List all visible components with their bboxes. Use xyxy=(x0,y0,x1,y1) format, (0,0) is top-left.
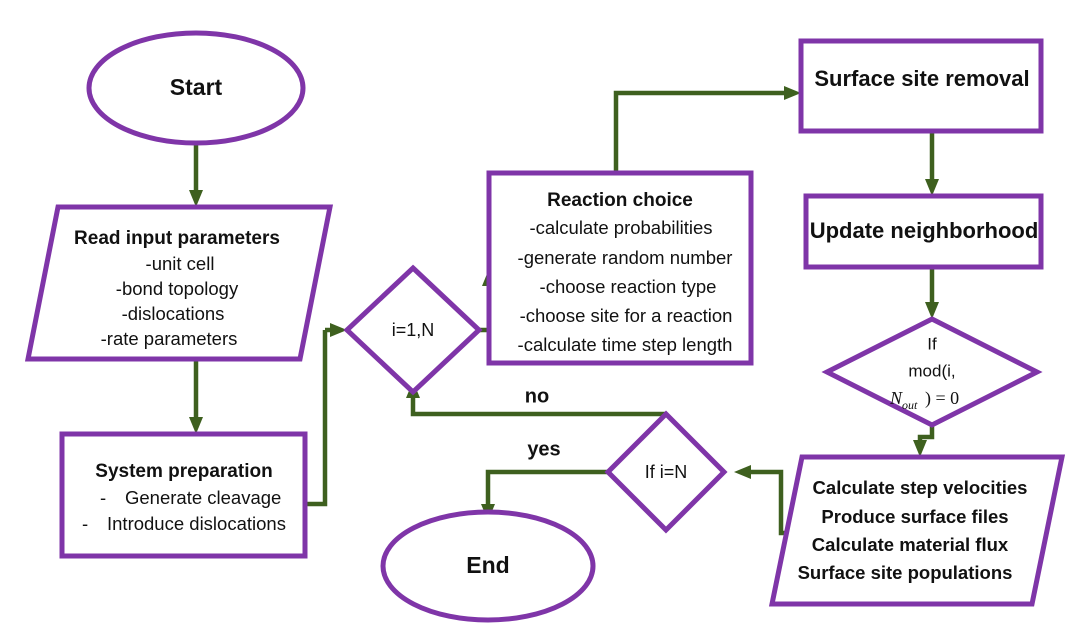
node-output-line-1: Calculate step velocities xyxy=(813,477,1028,498)
edge-label-yes: yes xyxy=(527,438,560,460)
edge-system-prep-to-loop xyxy=(305,323,347,507)
node-read-input-line-3: -dislocations xyxy=(122,303,225,324)
node-read-input-line-1: -unit cell xyxy=(146,253,215,274)
node-system-prep-item-1: Generate cleavage xyxy=(125,487,281,508)
node-mod-check-diamond[interactable]: If mod(i, N out ) = 0 xyxy=(821,316,1043,428)
node-reaction-choice-line-2: -generate random number xyxy=(518,247,733,268)
node-loop-diamond[interactable]: i=1,N xyxy=(343,264,483,396)
node-mod-check-line-1: If xyxy=(927,334,937,353)
node-reaction-choice-line-4: -choose site for a reaction xyxy=(520,305,733,326)
node-start[interactable]: Start xyxy=(86,30,306,146)
edge-reaction-choice-to-surface-site-removal xyxy=(613,86,801,173)
node-loop-label: i=1,N xyxy=(392,320,435,340)
node-reaction-choice-line-3: -choose reaction type xyxy=(540,276,717,297)
node-mod-check-rest: ) = 0 xyxy=(925,388,959,409)
node-system-prep-item-2: Introduce dislocations xyxy=(107,513,286,534)
edge-mod-check-to-output xyxy=(913,425,935,457)
node-end[interactable]: End xyxy=(380,509,596,623)
node-reaction-choice-line-5: -calculate time step length xyxy=(518,334,733,355)
node-update-neighborhood[interactable]: Update neighborhood xyxy=(803,193,1044,270)
node-end-check-diamond[interactable]: If i=N xyxy=(604,410,728,534)
node-start-label: Start xyxy=(170,74,223,100)
node-end-check-label: If i=N xyxy=(645,462,688,482)
node-system-prep-bullet-2: - xyxy=(82,513,88,534)
node-reaction-choice[interactable]: Reaction choice -calculate probabilities… xyxy=(486,170,754,366)
node-reaction-choice-line-1: -calculate probabilities xyxy=(529,217,712,238)
node-output[interactable]: Calculate step velocities Produce surfac… xyxy=(768,454,1066,607)
node-output-line-3: Calculate material flux xyxy=(812,534,1009,555)
node-reaction-choice-title: Reaction choice xyxy=(547,190,693,211)
node-read-input-line-4: -rate parameters xyxy=(101,328,238,349)
edge-output-to-end-check xyxy=(734,465,792,536)
node-surface-site-removal-label: Surface site removal xyxy=(814,66,1029,91)
node-mod-check-line-2: mod(i, xyxy=(908,361,955,380)
node-mod-check-var: N xyxy=(889,388,903,408)
node-update-neighborhood-label: Update neighborhood xyxy=(810,218,1039,243)
node-system-prep-bullet-1: - xyxy=(100,487,106,508)
node-read-input[interactable]: Read input parameters -unit cell -bond t… xyxy=(24,204,334,362)
node-end-label: End xyxy=(466,552,509,578)
node-read-input-title: Read input parameters xyxy=(74,228,280,249)
edge-read-input-to-system-prep xyxy=(189,359,203,434)
node-system-prep[interactable]: System preparation - Generate cleavage -… xyxy=(59,431,308,559)
edge-surface-site-removal-to-update-neighborhood xyxy=(925,131,939,196)
node-read-input-line-2: -bond topology xyxy=(116,278,239,299)
edge-update-neighborhood-to-mod-check xyxy=(925,267,939,319)
node-mod-check-line-3: N out ) = 0 xyxy=(889,388,959,412)
edge-label-no: no xyxy=(525,385,549,407)
node-output-line-2: Produce surface files xyxy=(821,506,1008,527)
node-surface-site-removal[interactable]: Surface site removal xyxy=(798,38,1044,134)
node-system-prep-title: System preparation xyxy=(95,461,272,482)
node-mod-check-subscript: out xyxy=(902,398,918,412)
edge-start-to-read-input xyxy=(189,143,203,207)
node-output-line-4: Surface site populations xyxy=(798,562,1013,583)
